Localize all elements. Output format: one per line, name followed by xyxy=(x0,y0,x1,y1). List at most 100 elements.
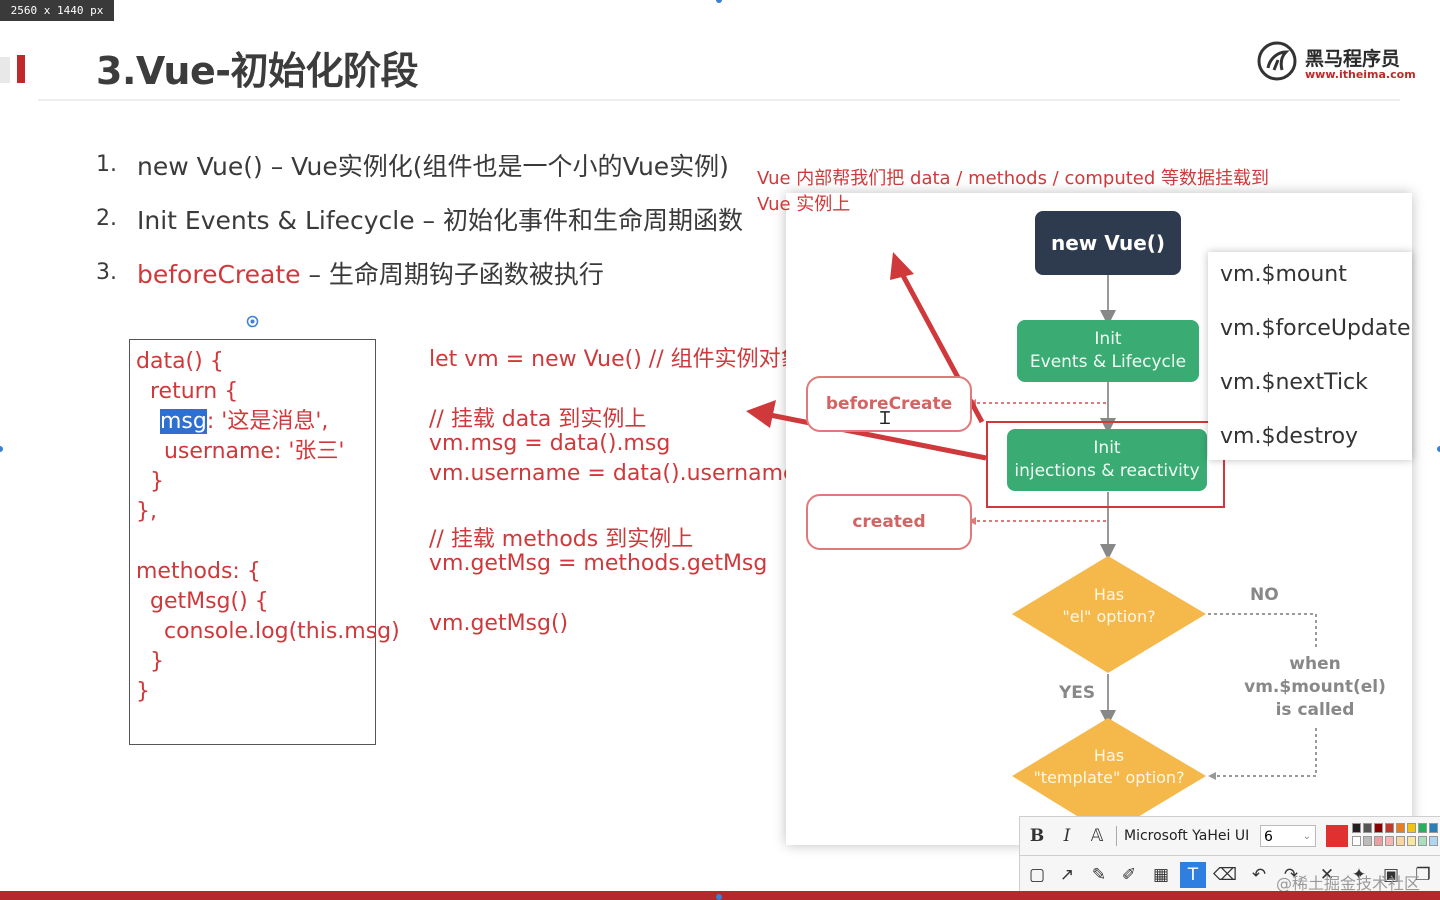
decision-label: "template" option? xyxy=(1033,768,1185,787)
list-number-1: 1. xyxy=(96,152,117,177)
palette-color-swatch[interactable] xyxy=(1363,836,1372,846)
code-line[interactable]: msg: '这是消息', xyxy=(160,407,328,437)
close-icon[interactable]: ✕ xyxy=(1319,865,1335,885)
hook-before-create: beforeCreate xyxy=(806,376,972,432)
decision-el-text: Has "el" option? xyxy=(1040,584,1178,628)
palette-color-swatch[interactable] xyxy=(1385,836,1394,846)
hook-created: created xyxy=(806,494,972,550)
palette-color-swatch[interactable] xyxy=(1396,823,1405,833)
palette-color-swatch[interactable] xyxy=(1352,836,1361,846)
code-line: username: '张三' xyxy=(136,439,345,464)
decision-diamond-el xyxy=(1012,556,1206,673)
code-line: return { xyxy=(136,379,239,404)
title-divider xyxy=(38,99,1400,101)
font-size-value: 6 xyxy=(1264,829,1273,845)
code-line: } xyxy=(136,649,164,674)
code-line: } xyxy=(136,679,150,704)
code-line: console.log(this.msg) xyxy=(136,619,400,644)
decision-diamond-template xyxy=(1012,718,1206,835)
menu-item-mount[interactable]: vm.$mount xyxy=(1220,262,1347,287)
menu-item-force-update[interactable]: vm.$forceUpdate xyxy=(1220,316,1411,341)
rectangle-tool-icon[interactable]: ▢ xyxy=(1028,865,1046,885)
redo-icon[interactable]: ↷ xyxy=(1283,865,1299,885)
annotation-note: Vue 内部帮我们把 data / methods / computed 等数据… xyxy=(757,168,1270,189)
text-cursor-icon: Ɪ xyxy=(880,408,891,429)
instance-code-line: vm.getMsg() xyxy=(429,611,569,636)
palette-color-swatch[interactable] xyxy=(1418,823,1427,833)
edge-handle-left[interactable] xyxy=(0,446,3,452)
when-line: when xyxy=(1289,654,1341,674)
label-yes: YES xyxy=(1059,683,1096,703)
font-family-value: Microsoft YaHei UI xyxy=(1124,828,1250,844)
edge-handle-top[interactable] xyxy=(716,0,722,3)
undo-icon[interactable]: ↶ xyxy=(1251,865,1267,885)
arrow-tool-icon[interactable]: ↗ xyxy=(1059,865,1075,885)
eraser-tool-icon[interactable]: ⌫ xyxy=(1212,865,1238,885)
menu-item-next-tick[interactable]: vm.$nextTick xyxy=(1220,370,1368,395)
instance-code-line: // 挂载 data 到实例上 xyxy=(429,407,647,432)
italic-button[interactable]: I xyxy=(1063,826,1071,846)
label-no: NO xyxy=(1250,585,1279,605)
pen-tool-icon[interactable]: ✎ xyxy=(1091,865,1107,885)
node-label: Events & Lifecycle xyxy=(1029,352,1187,372)
decision-label: "el" option? xyxy=(1062,607,1156,626)
instance-code-line: let vm = new Vue() // 组件实例对象 xyxy=(429,347,803,372)
list-number-2: 2. xyxy=(96,206,117,231)
chevron-down-icon: ⌄ xyxy=(1302,831,1311,842)
font-family-select[interactable]: Microsoft YaHei UI ⌄ xyxy=(1124,825,1252,847)
when-line: is called xyxy=(1275,700,1355,720)
list-item-3-hook: beforeCreate xyxy=(137,260,301,289)
palette-color-swatch[interactable] xyxy=(1374,836,1383,846)
copy-icon[interactable]: ❐ xyxy=(1415,865,1431,885)
when-line: vm.$mount(el) xyxy=(1244,677,1386,697)
color-palette xyxy=(1352,823,1440,849)
palette-color-swatch[interactable] xyxy=(1407,823,1416,833)
palette-color-swatch[interactable] xyxy=(1352,823,1361,833)
list-item-3-rest: – 生命周期钩子函数被执行 xyxy=(300,260,604,289)
font-size-select[interactable]: 6⌄ xyxy=(1260,825,1316,847)
pointer-target-icon xyxy=(246,315,259,328)
text-format-toolbar: B I 𝔸 Microsoft YaHei UI ⌄ 6⌄ xyxy=(1019,816,1440,856)
marker-tool-icon[interactable]: ✐ xyxy=(1121,865,1137,885)
highlight-box xyxy=(986,421,1225,508)
palette-color-swatch[interactable] xyxy=(1374,823,1383,833)
text-tool-icon[interactable]: T xyxy=(1180,862,1206,888)
menu-item-destroy[interactable]: vm.$destroy xyxy=(1220,424,1359,449)
code-line-rest: : '这是消息', xyxy=(206,409,329,434)
selected-text[interactable]: msg xyxy=(160,409,207,434)
edge-handle-bottom[interactable] xyxy=(716,894,722,900)
palette-color-swatch[interactable] xyxy=(1396,836,1405,846)
list-item-3: beforeCreate – 生命周期钩子函数被执行 xyxy=(137,255,604,291)
code-line: }, xyxy=(136,499,157,524)
instance-code-line: vm.msg = data().msg xyxy=(429,431,671,456)
decision-label: Has xyxy=(1093,585,1125,604)
code-line: data() { xyxy=(136,349,224,374)
pin-icon[interactable]: ✦ xyxy=(1351,865,1367,885)
list-number-3: 3. xyxy=(96,260,117,285)
code-line: getMsg() { xyxy=(136,589,269,614)
palette-color-swatch[interactable] xyxy=(1407,836,1416,846)
decision-template-text: Has "template" option? xyxy=(1030,745,1188,789)
title-accent-bar xyxy=(17,55,25,83)
palette-color-swatch[interactable] xyxy=(1418,836,1427,846)
edge-handle-right[interactable] xyxy=(1437,446,1440,452)
palette-color-swatch[interactable] xyxy=(1429,836,1438,846)
left-edge-bar xyxy=(0,57,10,83)
logo-text: 黑马程序员 xyxy=(1305,48,1401,70)
palette-color-swatch[interactable] xyxy=(1385,823,1394,833)
node-init-injections: Init injections & reactivity xyxy=(1007,429,1207,491)
palette-color-swatch[interactable] xyxy=(1429,823,1438,833)
current-color-swatch[interactable] xyxy=(1326,825,1348,847)
palette-color-swatch[interactable] xyxy=(1363,823,1372,833)
bold-button[interactable]: B xyxy=(1029,826,1045,846)
decision-label: Has xyxy=(1093,746,1125,765)
label-when-mount: when vm.$mount(el) is called xyxy=(1244,653,1386,722)
instance-code-line: // 挂载 methods 到实例上 xyxy=(429,527,694,552)
node-init-events: Init Events & Lifecycle xyxy=(1017,320,1199,382)
chevron-down-icon: ⌄ xyxy=(1249,832,1252,843)
save-icon[interactable]: ▣ xyxy=(1382,865,1400,885)
code-line: methods: { xyxy=(136,559,261,584)
mosaic-tool-icon[interactable]: ▦ xyxy=(1152,865,1170,885)
text-outline-icon[interactable]: 𝔸 xyxy=(1090,826,1104,846)
